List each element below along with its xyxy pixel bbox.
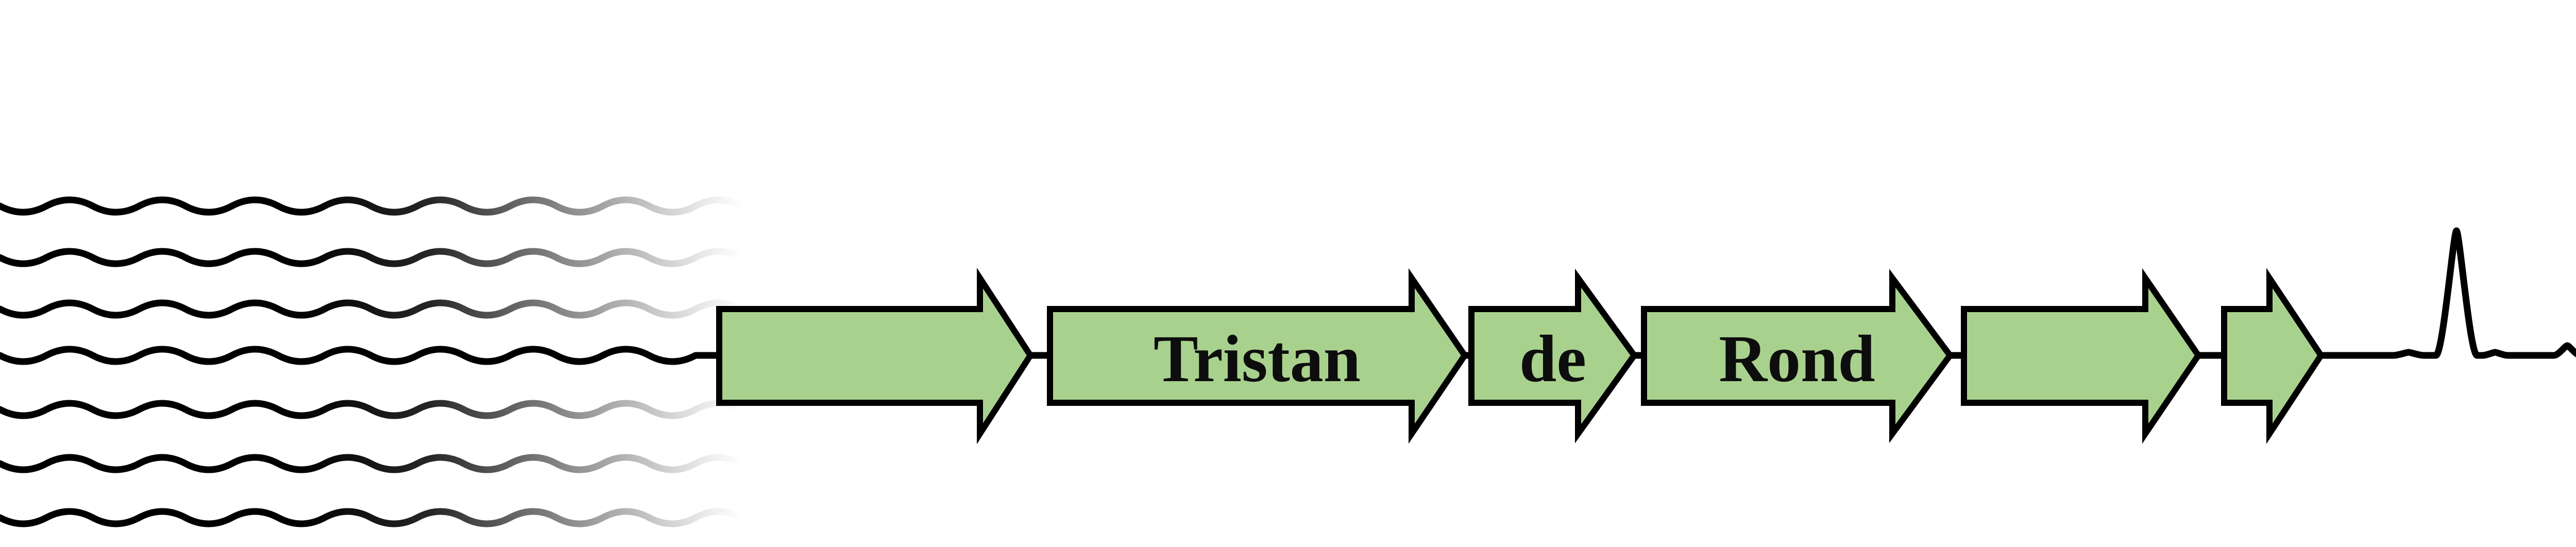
gene-arrow-5 <box>1961 268 2202 444</box>
gene-arrow-group <box>716 267 2325 445</box>
dna-squiggle-line <box>0 299 745 319</box>
gene-arrow-4 <box>1641 268 1954 443</box>
gene-arrow-6 <box>2221 268 2325 445</box>
dna-squiggle-line <box>0 248 745 267</box>
dna-squiggle-line <box>0 508 745 527</box>
dna-squiggle-group <box>0 196 745 527</box>
gene-arrow-2 <box>1047 268 1469 444</box>
gene-label-first-name: Tristan <box>1154 322 1361 396</box>
gene-arrow-3 <box>1468 268 1638 443</box>
gene-label-particle: de <box>1519 322 1586 396</box>
gene-arrow-1 <box>716 267 1035 445</box>
gene-label-group: Tristan de Rond <box>1154 322 1875 396</box>
gene-label-last-name: Rond <box>1719 322 1875 396</box>
dna-squiggle-line <box>0 400 745 419</box>
dna-squiggle-line <box>0 454 745 473</box>
chromatogram-trace <box>0 227 2576 365</box>
dna-squiggle-line <box>0 196 745 216</box>
